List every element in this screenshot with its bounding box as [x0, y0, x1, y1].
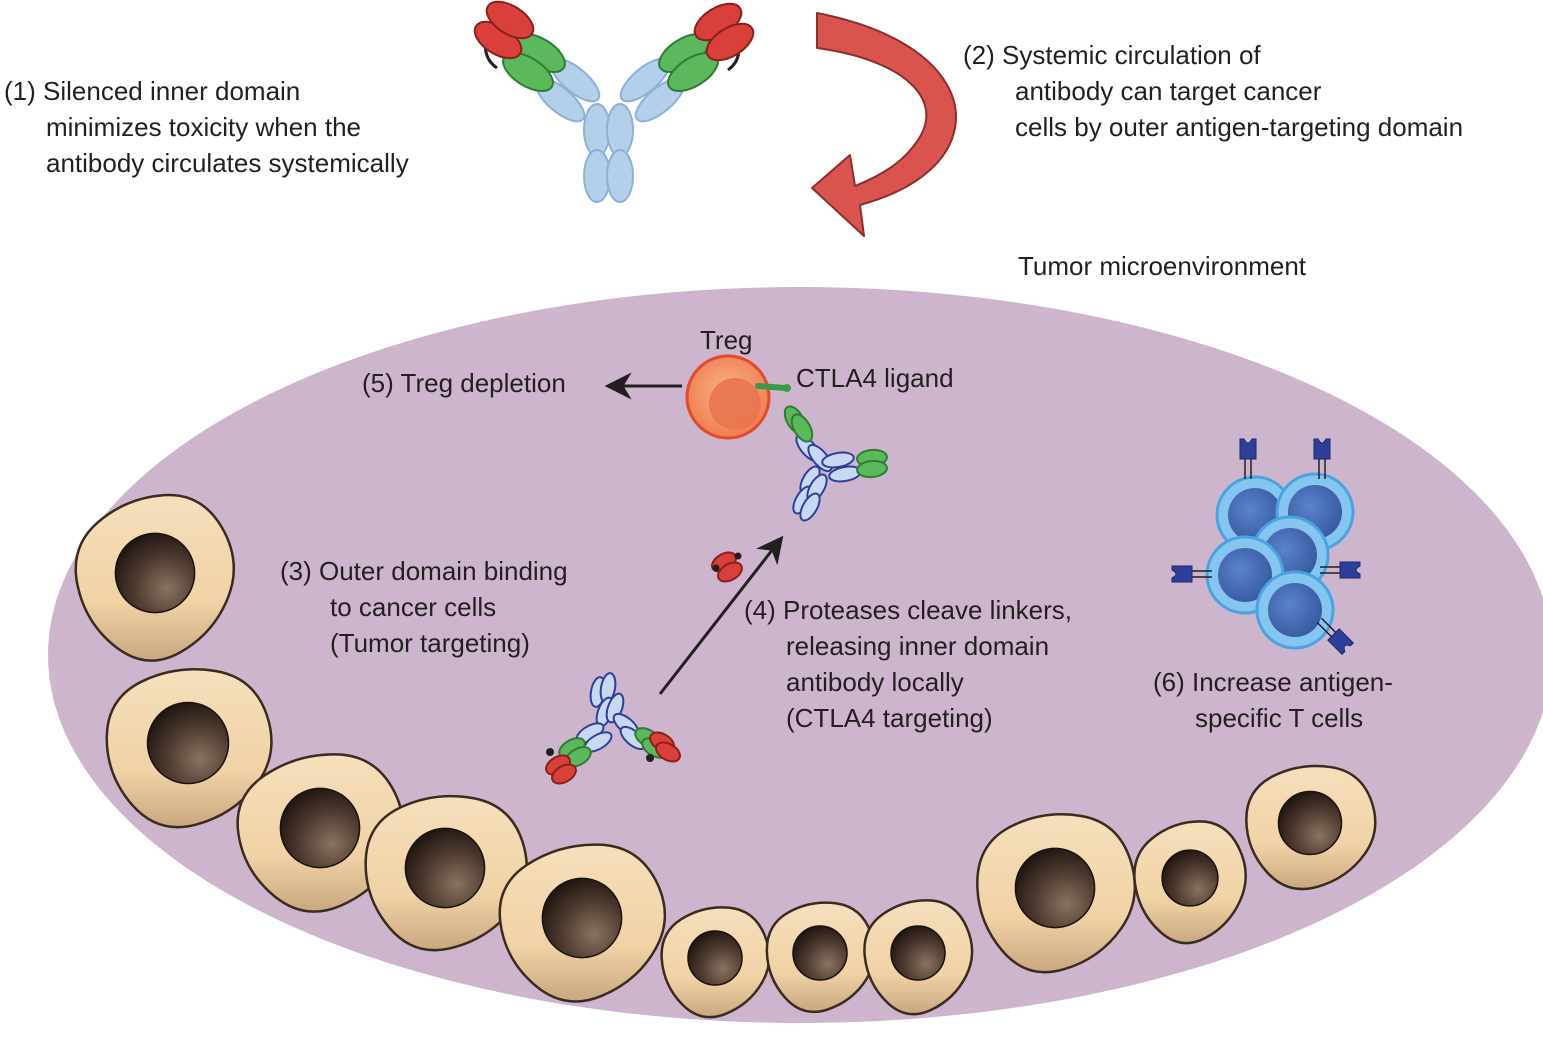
step2-label: (2) Systemic circulation of antibody can…	[963, 37, 1463, 145]
treg-label: Treg	[700, 322, 753, 358]
step3-line2: to cancer cells	[330, 592, 497, 622]
cancer-cell-layer	[74, 493, 1377, 1019]
treg-text: Treg	[700, 325, 753, 355]
receptor-icon	[1239, 438, 1257, 479]
step2-line2: antibody can target cancer	[1015, 76, 1322, 106]
receptor-icon	[1316, 617, 1355, 656]
t-cell-cluster	[1171, 438, 1361, 656]
step1-line1: (1) Silenced inner domain	[4, 76, 301, 106]
protease-release-arrow	[658, 535, 784, 695]
cancer-cell-icon	[105, 668, 273, 829]
cancer-cell-icon	[976, 813, 1137, 974]
ctla4-text: CTLA4 ligand	[796, 363, 954, 393]
cancer-cell-icon	[498, 843, 667, 1003]
t-cell-icon	[1255, 570, 1335, 650]
receptor-icon	[1320, 561, 1361, 579]
step5-text: (5) Treg depletion	[362, 368, 566, 398]
step1-line2: minimizes toxicity when the	[46, 112, 361, 142]
circulation-arrow-icon	[811, 12, 957, 237]
tumor-env-text: Tumor microenvironment	[1018, 251, 1307, 281]
step2-line3: cells by outer antigen-targeting domain	[1015, 112, 1464, 142]
cancer-cell-icon	[236, 753, 404, 913]
cancer-cell-icon	[660, 906, 771, 1019]
step3-line3: (Tumor targeting)	[330, 628, 530, 658]
step1-label: (1) Silenced inner domain minimizes toxi…	[4, 73, 409, 181]
step4-line1: (4) Proteases cleave linkers,	[744, 595, 1073, 625]
step2-line1: (2) Systemic circulation of	[963, 40, 1261, 70]
cancer-cell-icon	[1245, 764, 1377, 891]
cancer-cell-icon	[765, 901, 876, 1014]
step6-line1: (6) Increase antigen-	[1153, 667, 1393, 697]
step3-label: (3) Outer domain binding to cancer cells…	[280, 553, 568, 661]
cancer-cell-icon	[364, 794, 528, 952]
receptor-icon	[1171, 565, 1212, 583]
step5-label: (5) Treg depletion	[362, 365, 566, 401]
antibody-group	[473, 0, 888, 785]
step4-line4: (CTLA4 targeting)	[786, 703, 993, 733]
treg-cell-icon	[685, 354, 791, 440]
bound-antibody-icon	[545, 672, 681, 785]
step1-line3: antibody circulates systemically	[46, 148, 409, 178]
antibody-icon	[473, 0, 755, 203]
step4-line3: antibody locally	[786, 667, 964, 697]
step6-label: (6) Increase antigen- specific T cells	[1153, 664, 1393, 736]
step6-line2: specific T cells	[1195, 703, 1364, 733]
cleaved-antibody-icon	[711, 551, 743, 583]
ctla4-ligand-label: CTLA4 ligand	[796, 360, 954, 396]
step4-line2: releasing inner domain	[786, 631, 1050, 661]
step3-line1: (3) Outer domain binding	[280, 556, 568, 586]
receptor-icon	[1313, 438, 1331, 479]
step4-label: (4) Proteases cleave linkers, releasing …	[744, 592, 1072, 736]
cancer-cell-icon	[863, 899, 974, 1016]
cancer-cell-icon	[1133, 820, 1247, 945]
cancer-cell-icon	[74, 493, 236, 662]
tumor-microenvironment-label: Tumor microenvironment	[1018, 248, 1306, 284]
released-antibody-icon	[783, 405, 888, 522]
